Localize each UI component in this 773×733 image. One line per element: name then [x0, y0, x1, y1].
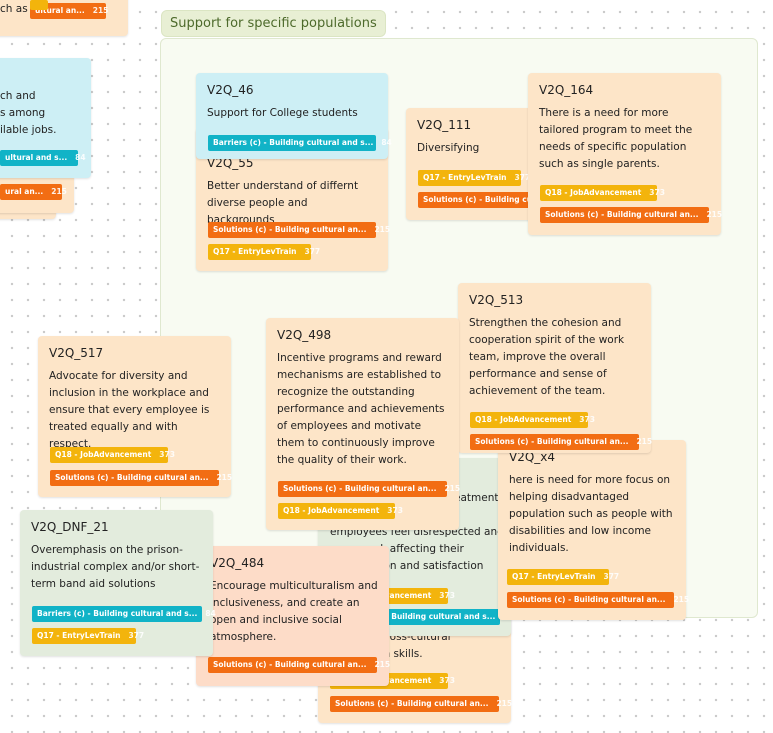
sticky-note-v2q-498[interactable]: V2Q_498 Incentive programs and reward me… — [266, 318, 460, 530]
tag-solutions[interactable]: ural an...215 — [0, 184, 67, 200]
note-id: V2Q_x4 — [509, 450, 556, 464]
note-text: Overemphasis on the prison-industrial co… — [31, 544, 200, 590]
note-text-line: s among — [0, 107, 46, 119]
note-text: There is a need for more tailored progra… — [539, 107, 693, 170]
sticky-note[interactable]: ch as ultural an...215 — [0, 0, 128, 36]
note-text-line: ation and satisfaction — [370, 560, 484, 572]
sticky-note-v2q-dnf-21[interactable]: V2Q_DNF_21 Overemphasis on the prison-in… — [20, 510, 216, 656]
note-id: V2Q_55 — [207, 156, 254, 170]
sticky-note-v2q-46[interactable]: V2Q_46 Support for College students Barr… — [196, 73, 392, 159]
note-text-line: ilable jobs. — [0, 124, 57, 136]
tag-barriers[interactable]: Barriers (c) - Building cultural and s..… — [208, 135, 392, 151]
tag-solutions[interactable]: Solutions (c) - Building cultural an...2… — [470, 434, 652, 450]
tag-barriers[interactable]: ultural and s...84 — [0, 150, 86, 166]
tag-solutions[interactable]: Solutions (c) - Building cultural an...2… — [278, 481, 460, 497]
note-id: V2Q_46 — [207, 83, 254, 97]
note-text: ch as — [0, 3, 28, 15]
note-id: V2Q_484 — [210, 556, 265, 570]
note-id: V2Q_111 — [417, 118, 472, 132]
sticky-note-v2q-164[interactable]: V2Q_164 There is a need for more tailore… — [528, 73, 722, 235]
sticky-note-v2q-111[interactable]: V2Q_111 Diversifying Q17 - EntryLevTrain… — [406, 108, 600, 220]
note-text-line: ch and — [0, 90, 36, 102]
tag-solutions[interactable]: ultural an...215 — [30, 3, 108, 19]
note-text: Support for College students — [207, 107, 358, 119]
note-id: V2Q_164 — [539, 83, 594, 97]
note-text: Diversifying — [417, 142, 480, 154]
sticky-note[interactable]: ch and s among ilable jobs. ultural and … — [0, 58, 91, 178]
note-id: V2Q_DNF_21 — [31, 520, 109, 534]
note-text: Incentive programs and reward mechanisms… — [277, 352, 445, 466]
note-text: Encourage multiculturalism and inclusive… — [210, 580, 378, 643]
note-text: here is need for more focus on helping d… — [509, 474, 673, 554]
note-id: V2Q_513 — [469, 293, 524, 307]
tag-barriers[interactable]: Barriers (c) - Building cultural and s..… — [32, 606, 216, 622]
note-id: V2Q_517 — [49, 346, 104, 360]
tag-solutions[interactable]: Solutions (c) - Building cultural an...2… — [540, 207, 722, 223]
note-text: Advocate for diversity and inclusion in … — [49, 370, 210, 450]
note-text: Strengthen the cohesion and cooperation … — [469, 317, 625, 397]
note-id: V2Q_498 — [277, 328, 332, 342]
note-text-line: eatment — [454, 492, 499, 504]
tag-q18[interactable] — [30, 0, 48, 10]
sticky-note-v2q-484[interactable]: V2Q_484 Encourage multiculturalism and i… — [196, 546, 390, 686]
tag-solutions[interactable]: Solutions (c) - Building cultural an...2… — [208, 657, 390, 673]
sticky-note-v2q-x4[interactable]: V2Q_x4 here is need for more focus on he… — [498, 440, 689, 620]
tag-solutions[interactable]: Solutions (c) - Building cultural an...2… — [507, 592, 689, 608]
tag-solutions[interactable]: Solutions (c) - Building cultural an...2… — [208, 222, 390, 238]
frame-title[interactable]: Support for specific populations — [161, 10, 386, 37]
sticky-note-v2q-517[interactable]: V2Q_517 Advocate for diversity and inclu… — [38, 336, 232, 497]
tag-solutions[interactable]: Solutions (c) - Building cultural an...2… — [330, 696, 512, 712]
note-text-line: ed, affecting their — [370, 543, 464, 555]
sticky-note-v2q-513[interactable]: V2Q_513 Strengthen the cohesion and coop… — [458, 283, 652, 453]
tag-solutions[interactable]: Solutions (c) - Building cultural an...2… — [50, 470, 232, 486]
